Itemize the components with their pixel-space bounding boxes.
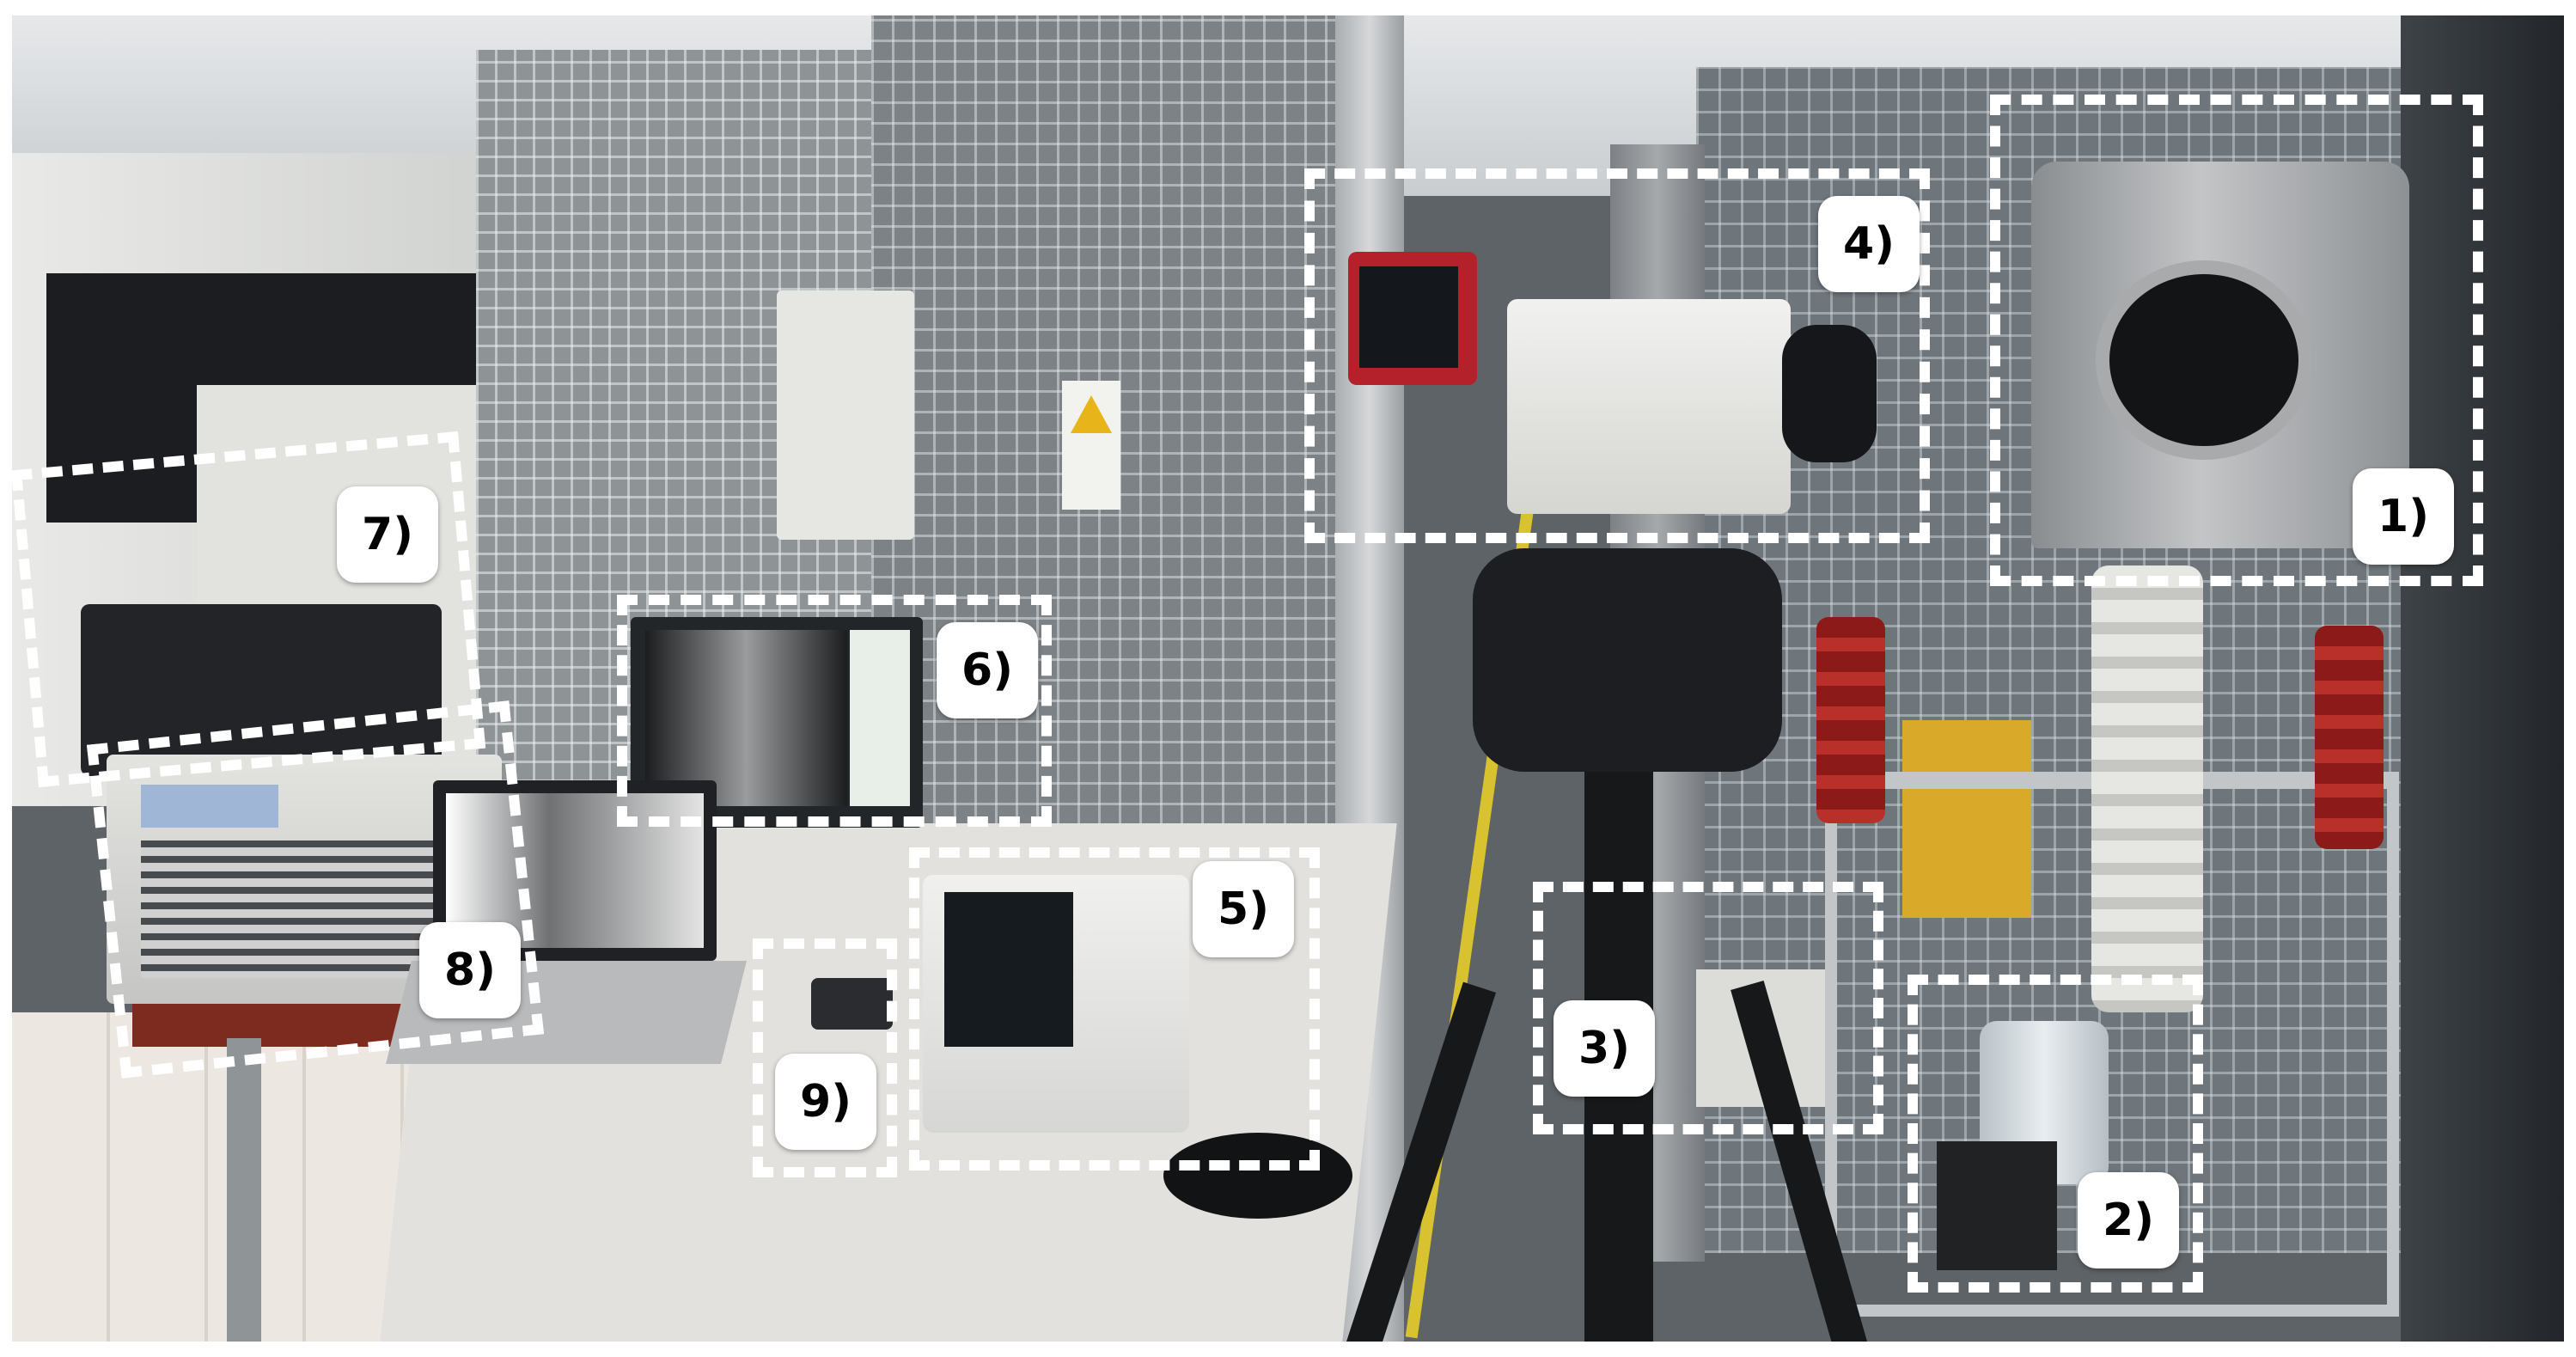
monitor-sidebar xyxy=(850,630,910,806)
annotation-box-3 xyxy=(1533,882,1883,1134)
yellow-transformer xyxy=(1902,720,2031,918)
annotation-box-4 xyxy=(1304,168,1930,543)
table-leg xyxy=(227,1038,261,1342)
wall-socket-panel xyxy=(777,290,914,540)
monitor-image xyxy=(645,630,847,806)
label-6: 6) xyxy=(937,622,1038,718)
chamber-base xyxy=(1937,1141,2057,1270)
red-insulator xyxy=(1816,617,1885,823)
oscilloscope-screen xyxy=(944,892,1073,1047)
label-5: 5) xyxy=(1193,861,1294,957)
tripod-head xyxy=(1473,548,1782,772)
annotation-box-5 xyxy=(909,847,1320,1171)
round-base-pad xyxy=(1163,1133,1352,1219)
label-9: 9) xyxy=(775,1054,876,1150)
warning-triangle-icon xyxy=(1071,395,1112,433)
power-supply-grill xyxy=(141,840,467,978)
annotation-box-1 xyxy=(1990,95,2483,586)
label-1: 1) xyxy=(2353,468,2454,565)
label-2: 2) xyxy=(2078,1172,2179,1268)
small-controller xyxy=(811,978,893,1030)
power-supply-display xyxy=(141,785,278,828)
camera-lens xyxy=(1782,325,1877,462)
camera-monitor-display xyxy=(1359,266,1458,368)
red-insulator xyxy=(2315,626,2384,849)
annotation-box-8 xyxy=(86,700,545,1079)
high-speed-camera xyxy=(1507,299,1791,514)
annotation-box-9 xyxy=(753,938,897,1177)
annotation-box-2 xyxy=(1908,975,2203,1293)
label-3: 3) xyxy=(1554,1000,1655,1097)
annotation-box-6 xyxy=(617,595,1052,827)
white-bushing xyxy=(2091,565,2203,1012)
label-8: 8) xyxy=(419,922,521,1018)
amplifier-unit xyxy=(81,604,442,776)
label-4: 4) xyxy=(1818,196,1920,292)
label-7: 7) xyxy=(337,486,438,583)
